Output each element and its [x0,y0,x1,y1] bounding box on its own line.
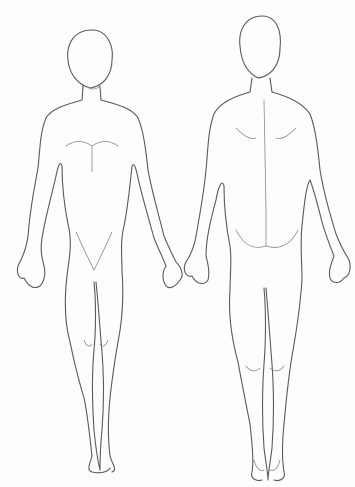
front-right-side [101,100,182,472]
front-hip-detail [76,232,112,270]
body-front-outline [17,30,182,473]
body-back-outline [184,16,350,481]
front-inner-legs [93,282,104,470]
back-spine-detail [264,100,266,210]
back-left-side [184,92,262,481]
back-inner-legs [263,288,274,480]
back-right-side [272,92,350,481]
front-head [68,30,113,88]
back-knee-detail [246,366,284,371]
front-knee-detail [84,340,108,346]
back-neck [250,78,272,92]
back-scapula-detail [236,128,296,139]
back-head [240,16,281,78]
front-chest-detail [66,142,118,173]
back-buttocks-detail [236,210,298,247]
